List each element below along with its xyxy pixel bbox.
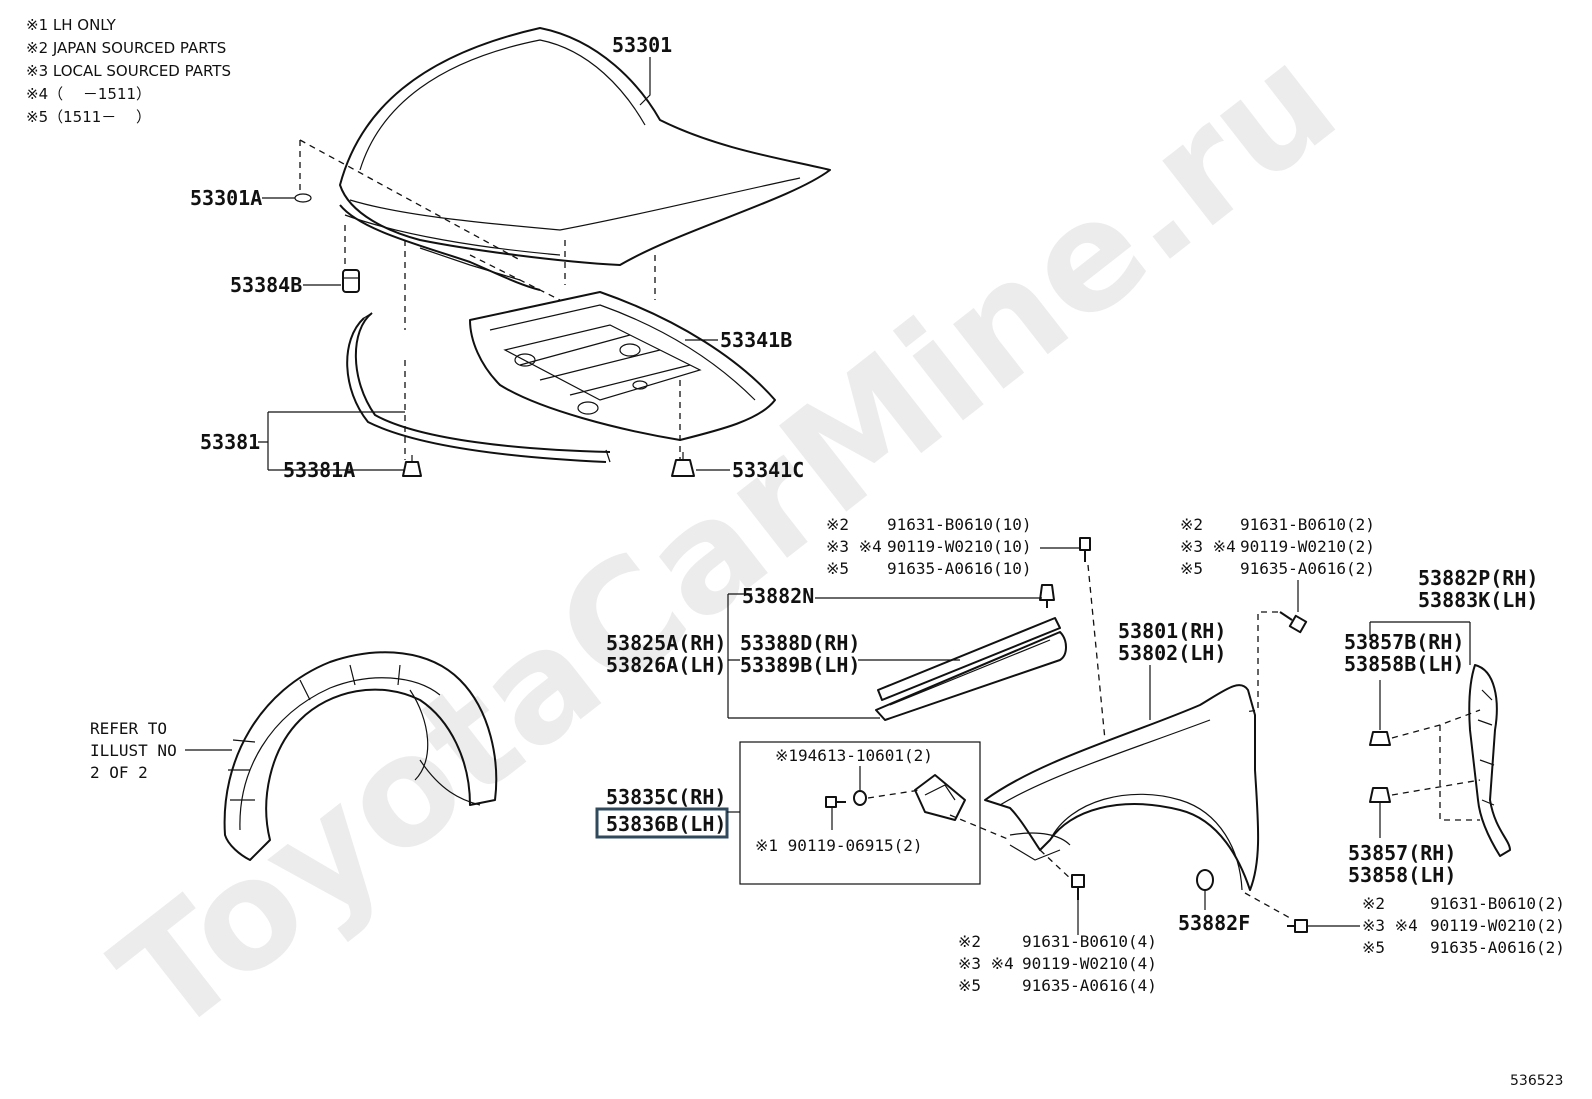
note-3: ※3 LOCAL SOURCED PARTS [26,62,231,80]
label-53857B: 53857B(RH) [1344,630,1464,654]
illustration-code: 536523 [1510,1073,1563,1089]
bolt-br-part-1: 91631-B0610(2) [1430,894,1565,913]
label-53341B: 53341B [720,328,792,352]
bolt-bc-mark-2: ※3 ※4 [958,954,1014,973]
note-2: ※2 JAPAN SOURCED PARTS [26,39,226,57]
bolt-icon [1079,537,1091,562]
label-53882F: 53882F [1178,911,1250,935]
cowl-clip [1039,584,1055,608]
bolt-br-part-3: 91635-A0616(2) [1430,938,1565,957]
bolt-icon-bottom-right [1287,919,1308,933]
bolt-tc-part-1: 91631-B0610(10) [887,515,1032,534]
bolt-br-mark-1: ※2 [1362,894,1385,913]
label-53381: 53381 [200,430,260,454]
label-53835C: 53835C(RH) [606,785,726,809]
label-53801: 53801(RH) [1118,619,1226,643]
fender-drawing [984,684,1260,891]
bracket-bolt-icon [825,796,846,808]
bolt-tc-mark-3: ※5 [826,559,849,578]
bolt-group-bottom-right: ※2 91631-B0610(2) ※3 ※4 90119-W0210(2) ※… [1362,894,1565,957]
bolt-br-part-2: 90119-W0210(2) [1430,916,1565,935]
fender-side-seal [1468,664,1511,857]
bolt-icon-top-right [1279,611,1308,634]
seal-clip-upper [1369,731,1391,746]
label-53858: 53858(LH) [1348,863,1456,887]
label-53341C: 53341C [732,458,804,482]
footnotes: ※1 LH ONLY ※2 JAPAN SOURCED PARTS ※3 LOC… [26,16,231,126]
bolt-tc-mark-2: ※3 ※4 [826,537,882,556]
label-53825A: 53825A(RH) [606,631,726,655]
hood-seal [346,312,611,463]
insulator-clip [671,452,695,477]
refer-line-2: ILLUST NO [90,741,177,760]
label-53883K: 53883K(LH) [1418,588,1538,612]
highlight-53836B[interactable] [595,807,729,839]
label-53882P: 53882P(RH) [1418,566,1538,590]
bolt-bc-part-3: 91635-A0616(4) [1022,976,1157,995]
fender-liner-drawing [223,651,498,861]
note-4: ※4（ －1511） [26,85,151,103]
bolt-bc-part-2: 90119-W0210(4) [1022,954,1157,973]
hood-drawing [339,27,831,291]
cowl-seal [875,617,1067,721]
label-53836B[interactable]: 53836B(LH) [606,812,726,836]
label-53301: 53301 [612,33,672,57]
bolt-group-bottom-center: ※2 91631-B0610(4) ※3 ※4 90119-W0210(4) ※… [958,932,1157,995]
label-53857: 53857(RH) [1348,841,1456,865]
label-53389B: 53389B(LH) [740,653,860,677]
note-1: ※1 LH ONLY [26,16,117,34]
bolt-tr-part-2: 90119-W0210(2) [1240,537,1375,556]
bracket-group-frame [739,741,981,885]
hood-seal-clip [402,455,422,477]
bolt-tr-mark-3: ※5 [1180,559,1203,578]
hood-cushion [342,269,360,293]
bolt-tc-part-2: 90119-W0210(10) [887,537,1032,556]
refer-line-1: REFER TO [90,719,167,738]
label-53802: 53802(LH) [1118,641,1226,665]
fender-plug-icon [1196,869,1214,891]
bolt-icon-bottom-center [1071,874,1085,900]
bolt-br-mark-2: ※3 ※4 [1362,916,1418,935]
watermark: ToyotaCarMine.ru [85,13,1367,1068]
bolt-bc-part-1: 91631-B0610(4) [1022,932,1157,951]
bolt-tr-mark-1: ※2 [1180,515,1203,534]
bolt-br-mark-3: ※5 [1362,938,1385,957]
label-53858B: 53858B(LH) [1344,652,1464,676]
washer-icon [853,790,867,806]
bolt-tr-mark-2: ※3 ※4 [1180,537,1236,556]
refer-line-3: 2 OF 2 [90,763,148,782]
bolt-tr-part-3: 91635-A0616(2) [1240,559,1375,578]
label-53384B: 53384B [230,273,302,297]
label-53301A: 53301A [190,186,262,210]
hood-insulator [469,291,776,441]
bolt-tc-part-3: 91635-A0616(10) [887,559,1032,578]
seal-clip-lower [1369,787,1391,803]
label-53381A: 53381A [283,458,355,482]
label-53388D: 53388D(RH) [740,631,860,655]
bolt-group-top-right: ※2 91631-B0610(2) ※3 ※4 90119-W0210(2) ※… [1180,515,1375,578]
label-53882N: 53882N [742,584,814,608]
bolt-group-top-center: ※2 91631-B0610(10) ※3 ※4 90119-W0210(10)… [826,515,1032,578]
hood-seal-plug [294,193,312,203]
bolt-tr-part-1: 91631-B0610(2) [1240,515,1375,534]
bolt-bc-mark-1: ※2 [958,932,981,951]
note-5: ※5（1511－ ） [26,108,151,126]
label-53826A: 53826A(LH) [606,653,726,677]
bolt-bc-mark-3: ※5 [958,976,981,995]
label-194613: ※194613-10601(2) [775,746,933,765]
label-90119-06915: ※1 90119-06915(2) [755,836,923,855]
bolt-tc-mark-1: ※2 [826,515,849,534]
fender-bracket [914,774,966,821]
